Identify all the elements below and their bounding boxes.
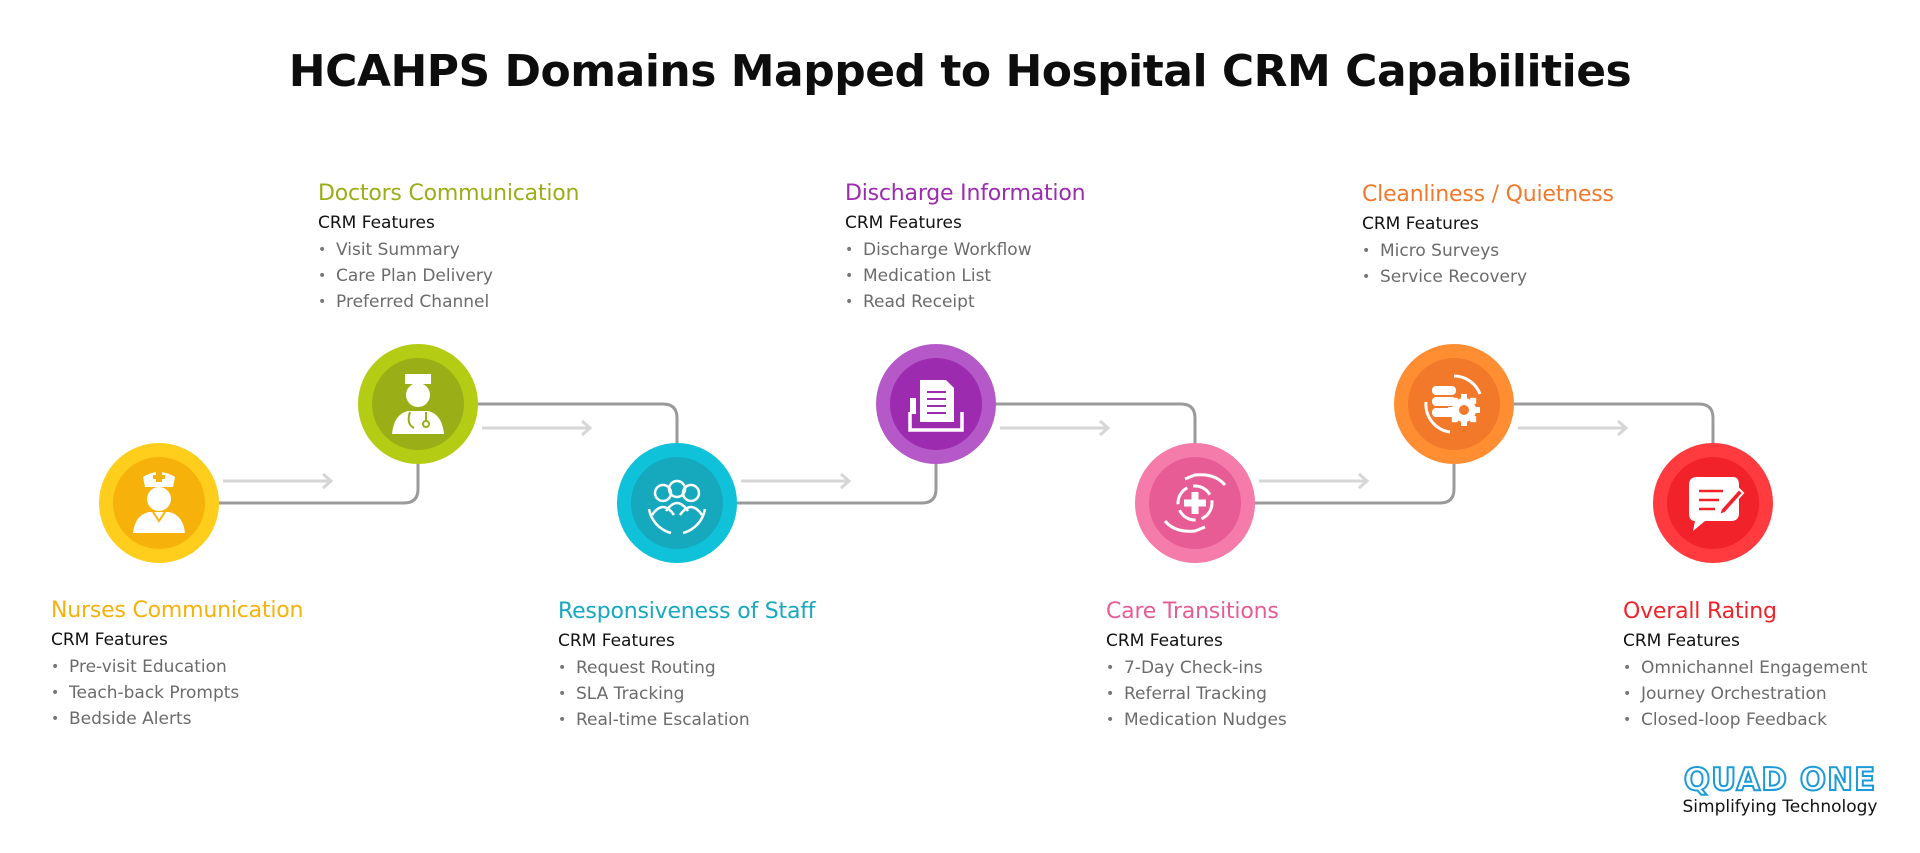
discharge-document-icon (908, 380, 964, 432)
domain-node-7 (1653, 443, 1773, 563)
domain-node-2 (358, 344, 478, 464)
domain-heading: Responsiveness of Staff (558, 599, 816, 624)
feedback-chat-icon (1689, 477, 1745, 531)
quad-one-logo: QUAD ONE Simplifying Technology (1670, 762, 1890, 818)
domain-heading: Cleanliness / Quietness (1362, 182, 1614, 207)
domain-block-nurses: Nurses Communication CRM Features Pre-vi… (51, 598, 381, 732)
crm-features-label: CRM Features (558, 631, 675, 651)
domain-block-discharge: Discharge Information CRM Features Disch… (845, 181, 1175, 315)
feature-item: Preferred Channel (318, 289, 648, 315)
feature-item: Read Receipt (845, 289, 1175, 315)
feature-item: 7-Day Check-ins (1106, 655, 1436, 681)
domain-heading: Care Transitions (1106, 599, 1279, 624)
feature-item: Real-time Escalation (558, 707, 888, 733)
staff-group-icon (647, 479, 707, 535)
page-title: HCAHPS Domains Mapped to Hospital CRM Ca… (288, 46, 1632, 97)
domain-node-6 (1394, 344, 1514, 464)
logo-brand: QUAD ONE (1683, 762, 1877, 798)
domain-heading: Doctors Communication (318, 181, 580, 206)
feature-item: Service Recovery (1362, 264, 1692, 290)
flow-arrow (1518, 419, 1629, 437)
domain-heading: Nurses Communication (51, 598, 304, 623)
flow-arrow (482, 419, 593, 437)
domain-block-overall-rating: Overall Rating CRM Features Omnichannel … (1623, 599, 1920, 733)
domain-node-3 (617, 443, 737, 563)
connector-line (1512, 402, 1715, 445)
crm-features-label: CRM Features (1362, 214, 1479, 234)
logo-tagline: Simplifying Technology (1682, 797, 1878, 817)
feature-item: SLA Tracking (558, 681, 888, 707)
feature-item: Bedside Alerts (51, 706, 381, 732)
domain-block-care-transitions: Care Transitions CRM Features 7-Day Chec… (1106, 599, 1436, 733)
feature-item: Medication List (845, 263, 1175, 289)
crm-features-label: CRM Features (845, 213, 962, 233)
flow-arrow (1259, 472, 1370, 490)
doctor-icon (392, 374, 444, 434)
connector-line (994, 402, 1197, 445)
domain-block-cleanliness: Cleanliness / Quietness CRM Features Mic… (1362, 182, 1692, 290)
connector-line (735, 462, 938, 505)
connector-line (1253, 462, 1456, 505)
care-transition-icon (1163, 473, 1227, 533)
feature-item: Journey Orchestration (1623, 681, 1920, 707)
domain-node-1 (99, 443, 219, 563)
domain-heading: Discharge Information (845, 181, 1086, 206)
feature-item: Medication Nudges (1106, 707, 1436, 733)
feature-item: Teach-back Prompts (51, 680, 381, 706)
crm-features-label: CRM Features (1623, 631, 1740, 651)
feature-item: Referral Tracking (1106, 681, 1436, 707)
database-gear-icon (1424, 374, 1482, 434)
feature-item: Pre-visit Education (51, 654, 381, 680)
feature-item: Closed-loop Feedback (1623, 707, 1920, 733)
feature-item: Discharge Workflow (845, 237, 1175, 263)
crm-features-label: CRM Features (51, 630, 168, 650)
domain-heading: Overall Rating (1623, 599, 1777, 624)
feature-item: Care Plan Delivery (318, 263, 648, 289)
flow-arrow (1000, 419, 1111, 437)
connector-line (217, 462, 420, 505)
nurse-icon (133, 472, 185, 533)
crm-features-label: CRM Features (1106, 631, 1223, 651)
crm-features-label: CRM Features (318, 213, 435, 233)
connector-line (476, 402, 679, 445)
feature-item: Request Routing (558, 655, 888, 681)
feature-item: Omnichannel Engagement (1623, 655, 1920, 681)
flow-arrow (741, 472, 852, 490)
feature-item: Micro Surveys (1362, 238, 1692, 264)
flow-arrow (223, 472, 334, 490)
domain-block-staff: Responsiveness of Staff CRM Features Req… (558, 599, 888, 733)
domain-node-4 (876, 344, 996, 464)
domain-block-doctors: Doctors Communication CRM Features Visit… (318, 181, 648, 315)
domain-node-5 (1135, 443, 1255, 563)
feature-item: Visit Summary (318, 237, 648, 263)
